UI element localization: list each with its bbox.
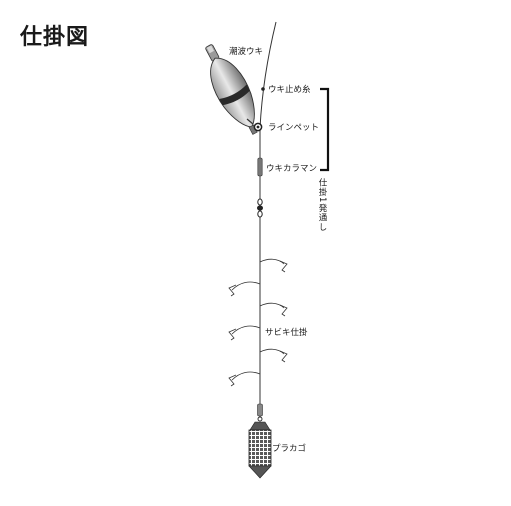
- bracket-note-label: 仕掛1発通し: [317, 177, 327, 231]
- float-connector: [246, 118, 254, 125]
- swivel-icon: [257, 198, 263, 218]
- float-stopper-label: ウキ止め糸: [268, 84, 311, 95]
- bracket: [320, 87, 330, 172]
- main-line: [259, 21, 277, 418]
- float-stopper-knot: [261, 87, 265, 91]
- line-pet-label: ラインペット: [268, 123, 319, 133]
- float-icon: [205, 44, 258, 135]
- plastic-basket-icon: [248, 421, 272, 479]
- page-title: 仕掛図: [20, 25, 90, 50]
- float-label: 潮波ウキ: [229, 46, 263, 57]
- line-pet-swivel: [253, 122, 263, 132]
- sabiki-label: サビキ仕掛: [265, 327, 308, 338]
- float-keeper: [257, 157, 263, 177]
- basket-label: プラカゴ: [272, 443, 306, 454]
- basket-swivel: [257, 403, 263, 417]
- float-keeper-label: ウキカラマン: [266, 164, 317, 174]
- sabiki-branches: [228, 258, 288, 387]
